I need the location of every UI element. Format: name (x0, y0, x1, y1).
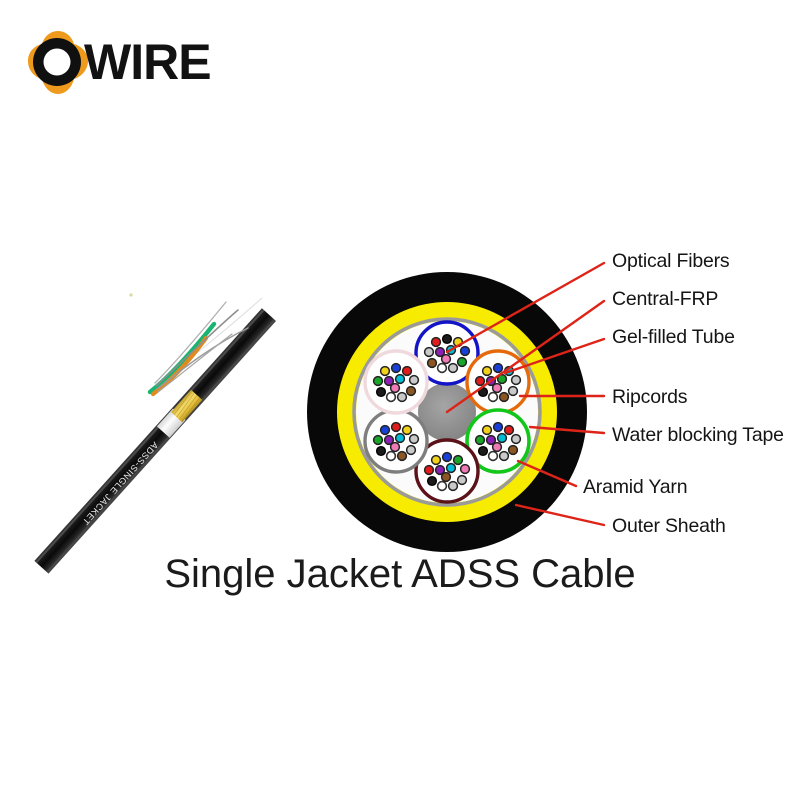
cable-cross-section-diagram (307, 272, 587, 552)
tube-green (465, 408, 531, 474)
cable-photograph: ADSS-SINGLE JACKET (34, 293, 277, 574)
callout-outer-sheath: Outer Sheath (612, 515, 726, 537)
leader-aramid-yarn (516, 459, 578, 488)
layer-water-blocking-tape (352, 317, 542, 507)
leader-central-frp (445, 299, 606, 414)
leader-water-blocking-tape (528, 425, 606, 435)
brand-logo: WIRE (22, 28, 282, 98)
leader-optical-fibers (445, 261, 606, 354)
brand-name: WIRE (84, 34, 212, 90)
leader-gel-filled-tube (503, 337, 606, 375)
callout-aramid-yarn: Aramid Yarn (583, 476, 688, 498)
product-title: Single Jacket ADSS Cable (164, 552, 636, 596)
callout-gel-filled-tube: Gel-filled Tube (612, 326, 735, 348)
callout-ripcords: Ripcords (612, 386, 688, 408)
tube-white (363, 349, 429, 415)
callout-central-frp: Central-FRP (612, 288, 719, 310)
callout-optical-fibers: Optical Fibers (612, 250, 730, 272)
owire-logo-icon (28, 31, 88, 94)
tube-maroon (414, 438, 480, 504)
callout-water-blocking-tape: Water blocking Tape (612, 424, 784, 446)
leader-outer-sheath (514, 503, 606, 527)
